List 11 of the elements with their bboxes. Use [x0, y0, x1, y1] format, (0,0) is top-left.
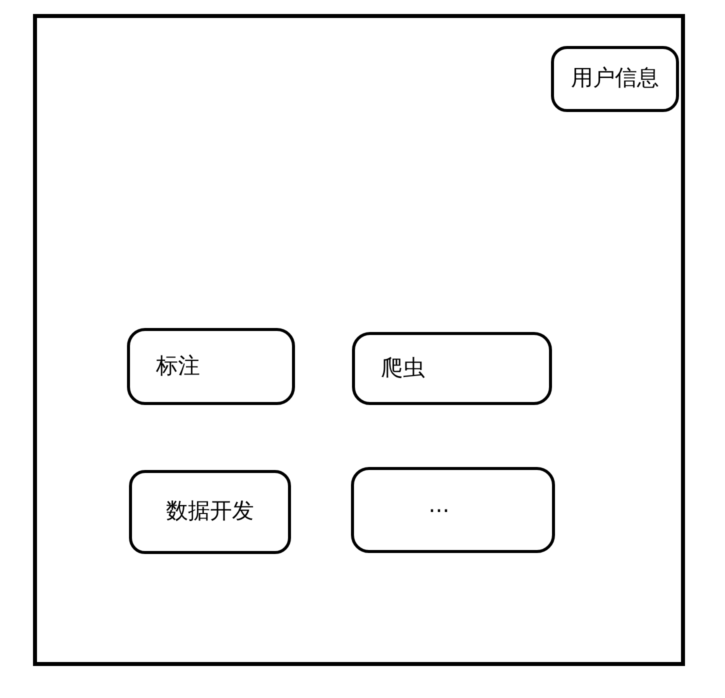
- frame-box: [33, 14, 685, 666]
- rounded-box: [551, 46, 679, 112]
- box-label: 数据开发: [166, 498, 254, 526]
- box-label: ...: [428, 492, 450, 520]
- rounded-box: [351, 467, 555, 553]
- rounded-box: [129, 470, 291, 554]
- box-label: 用户信息: [571, 65, 659, 93]
- rounded-box: [127, 328, 295, 405]
- box-label: 爬虫: [381, 354, 425, 382]
- box-label: 标注: [156, 352, 200, 380]
- rounded-box: [352, 332, 552, 405]
